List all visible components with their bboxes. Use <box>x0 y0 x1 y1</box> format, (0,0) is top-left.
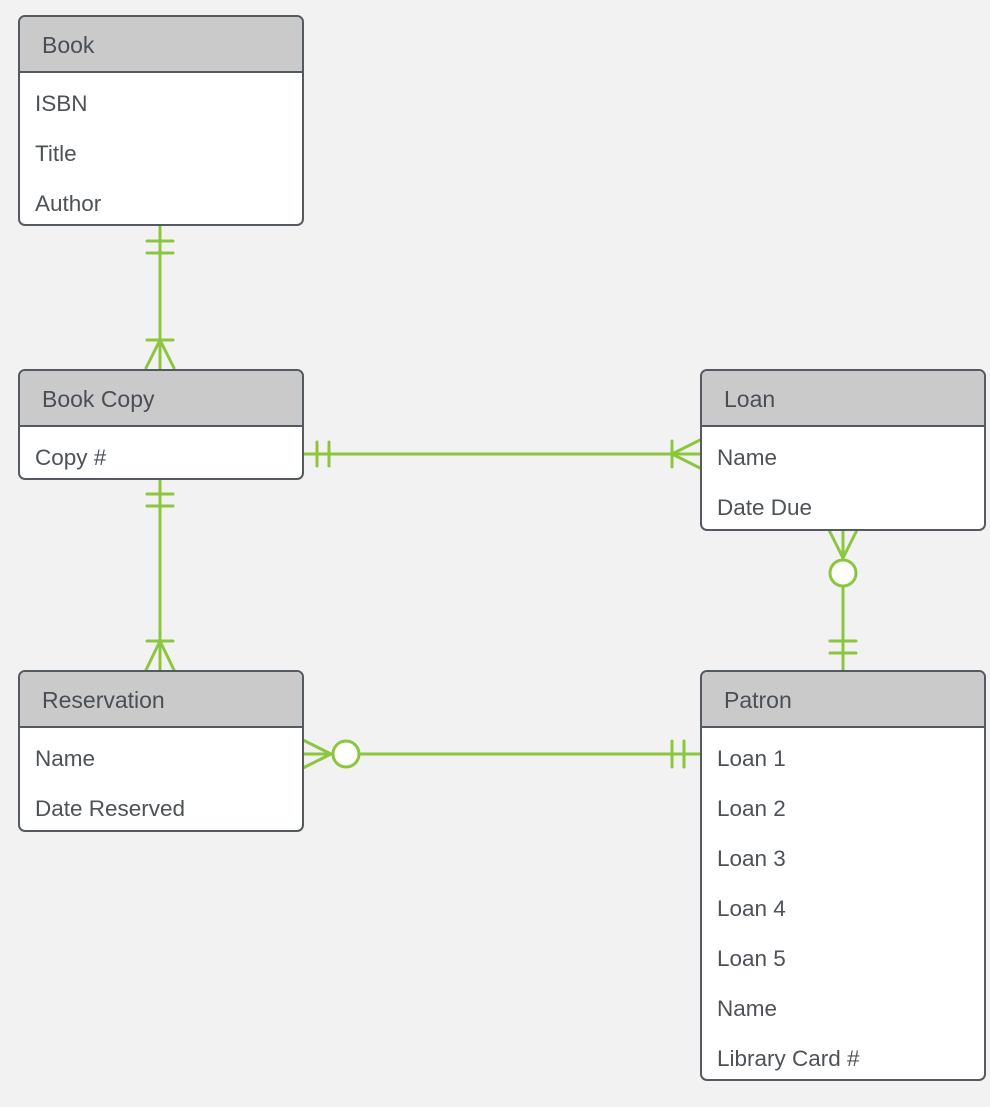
crows-foot-marker <box>158 338 176 370</box>
entity-attribute-list: ISBN Title Author <box>20 73 302 224</box>
entity-attribute-library-card-number: Library Card # <box>717 1046 860 1071</box>
crows-foot-marker <box>841 528 859 560</box>
entity-attribute-loan-3: Loan 3 <box>717 846 786 871</box>
entity-book[interactable]: Book ISBN Title Author <box>18 15 304 226</box>
zero-or-many-marker <box>828 558 858 588</box>
entity-attribute-name: Name <box>717 996 778 1021</box>
entity-title: Book Copy <box>20 371 302 427</box>
entity-attribute-date-due: Date Due <box>717 495 813 520</box>
entity-title: Reservation <box>20 672 302 728</box>
entity-loan[interactable]: Loan Name Date Due <box>700 369 986 531</box>
crows-foot-marker <box>301 738 333 756</box>
crows-foot-marker <box>301 752 333 770</box>
entity-attribute-title: Title <box>35 141 77 166</box>
entity-title: Patron <box>702 672 984 728</box>
relationship-book-book-copy <box>144 223 176 370</box>
entity-attribute-loan-2: Loan 2 <box>717 796 786 821</box>
crows-foot-marker <box>144 338 162 370</box>
crows-foot-marker <box>670 438 702 456</box>
entity-attribute-list: Copy # <box>20 427 302 478</box>
entity-title: Book <box>20 17 302 73</box>
entity-attribute-copy-number: Copy # <box>35 445 107 470</box>
zero-or-many-marker <box>331 739 361 769</box>
crows-foot-marker <box>670 452 702 470</box>
entity-attribute-name: Name <box>717 445 778 470</box>
entity-book-copy[interactable]: Book Copy Copy # <box>18 369 304 480</box>
entity-patron[interactable]: Patron Loan 1 Loan 2 Loan 3 Loan 4 Loan … <box>700 670 986 1081</box>
entity-attribute-list: Name Date Due <box>702 427 984 529</box>
crows-foot-marker <box>158 639 176 672</box>
entity-attribute-list: Loan 1 Loan 2 Loan 3 Loan 4 Loan 5 Name … <box>702 728 984 1079</box>
entity-reservation[interactable]: Reservation Name Date Reserved <box>18 670 304 832</box>
entity-attribute-date-reserved: Date Reserved <box>35 796 186 821</box>
relationship-book-copy-loan <box>301 438 702 470</box>
entity-attribute-loan-4: Loan 4 <box>717 896 786 921</box>
entity-attribute-loan-5: Loan 5 <box>717 946 786 971</box>
entity-attribute-list: Name Date Reserved <box>20 728 302 830</box>
relationship-loan-patron <box>827 528 859 672</box>
crows-foot-marker <box>827 528 845 560</box>
crows-foot-marker <box>144 639 162 672</box>
relationship-book-copy-reservation <box>144 477 176 672</box>
entity-attribute-isbn: ISBN <box>35 91 88 116</box>
entity-attribute-loan-1: Loan 1 <box>717 746 786 771</box>
entity-title: Loan <box>702 371 984 427</box>
relationship-reservation-patron <box>301 738 702 770</box>
entity-attribute-name: Name <box>35 746 96 771</box>
entity-attribute-author: Author <box>35 191 102 216</box>
